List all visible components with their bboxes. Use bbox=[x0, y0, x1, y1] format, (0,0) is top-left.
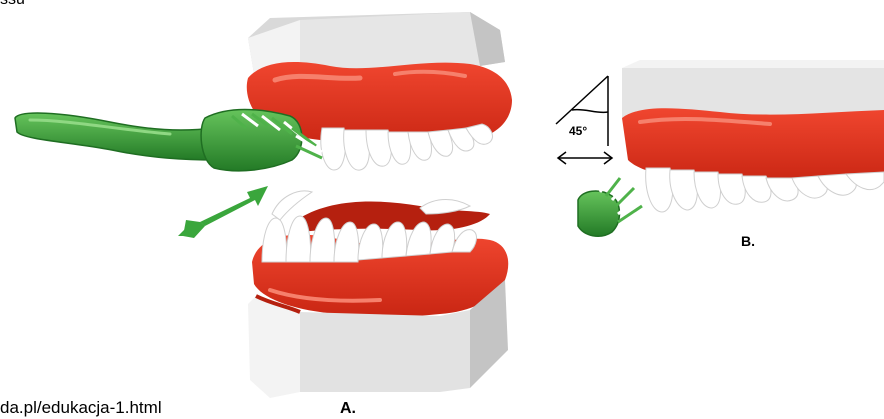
figure-label-a: A. bbox=[340, 400, 356, 418]
figure-label-b: B. bbox=[741, 233, 755, 249]
angle-icon bbox=[556, 76, 612, 164]
toothbrush-icon bbox=[578, 176, 642, 236]
source-url-fragment: da.pl/edukacja-1.html bbox=[0, 398, 162, 418]
figure-b bbox=[556, 60, 884, 236]
angle-label: 45° bbox=[569, 124, 587, 138]
double-arrow-icon bbox=[178, 186, 268, 238]
caption-fragment-top: ssu bbox=[0, 0, 25, 9]
toothbrush-icon bbox=[15, 110, 322, 171]
figure-a bbox=[15, 12, 512, 398]
